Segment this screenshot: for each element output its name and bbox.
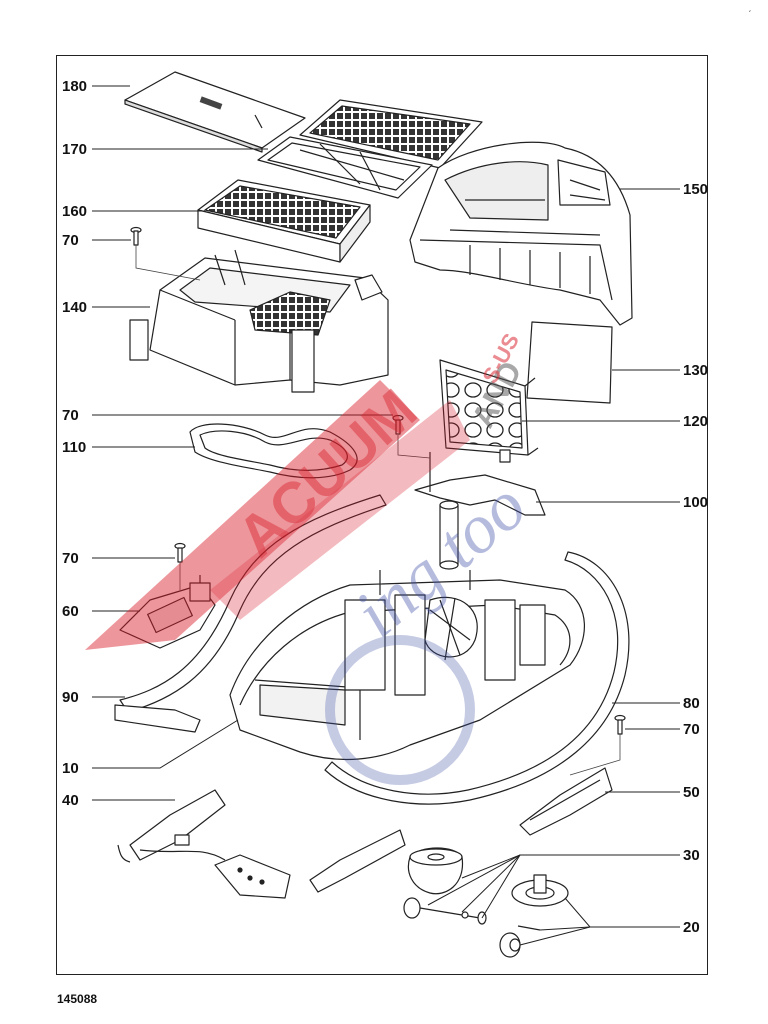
diagram-frame bbox=[56, 55, 708, 975]
label-10: 10 bbox=[62, 760, 79, 777]
part-70-screw-top bbox=[130, 226, 142, 246]
part-130-foam-pad bbox=[526, 321, 613, 404]
label-100: 100 bbox=[683, 494, 709, 511]
part-150-top-cover bbox=[409, 141, 633, 326]
label-110: 110 bbox=[62, 439, 87, 456]
label-140: 140 bbox=[62, 299, 88, 316]
part-70-screw-middle bbox=[392, 414, 404, 435]
part-160-hepa-filter bbox=[197, 179, 371, 263]
drawing-number: 145088 bbox=[57, 992, 98, 1006]
part-170-filter-frames bbox=[257, 99, 483, 199]
part-120-grille bbox=[439, 359, 539, 463]
corner-mark: ˏ bbox=[748, 2, 752, 13]
label-70-right: 70 bbox=[683, 721, 700, 738]
label-40: 40 bbox=[62, 792, 79, 809]
label-70-left: 70 bbox=[62, 550, 79, 567]
label-180: 180 bbox=[62, 78, 88, 95]
label-170: 170 bbox=[62, 141, 88, 158]
label-50: 50 bbox=[683, 784, 700, 801]
part-180-filter-card bbox=[124, 71, 306, 153]
label-70-top: 70 bbox=[62, 232, 79, 249]
part-80-bumper bbox=[324, 551, 630, 805]
label-120: 120 bbox=[683, 413, 709, 430]
label-30: 30 bbox=[683, 847, 700, 864]
part-90-cable-channel bbox=[114, 494, 387, 733]
part-100-bracket bbox=[414, 452, 546, 570]
part-30-castor-axle bbox=[403, 847, 487, 925]
label-130: 130 bbox=[683, 362, 709, 379]
part-50-control-panel bbox=[519, 767, 613, 836]
label-20: 20 bbox=[683, 919, 700, 936]
part-60-switch bbox=[119, 575, 216, 649]
label-90: 90 bbox=[62, 689, 79, 706]
label-160: 160 bbox=[62, 203, 88, 220]
part-70-screw-left bbox=[174, 542, 186, 563]
part-10-base-chassis bbox=[229, 570, 585, 761]
label-150: 150 bbox=[683, 181, 709, 198]
part-140-filter-housing bbox=[129, 249, 389, 393]
label-80: 80 bbox=[683, 695, 700, 712]
label-60: 60 bbox=[62, 603, 79, 620]
label-70-middle: 70 bbox=[62, 407, 79, 424]
part-110-gasket-ring bbox=[189, 423, 358, 479]
part-40-electronics bbox=[117, 789, 406, 899]
part-20-wheels bbox=[499, 874, 569, 958]
